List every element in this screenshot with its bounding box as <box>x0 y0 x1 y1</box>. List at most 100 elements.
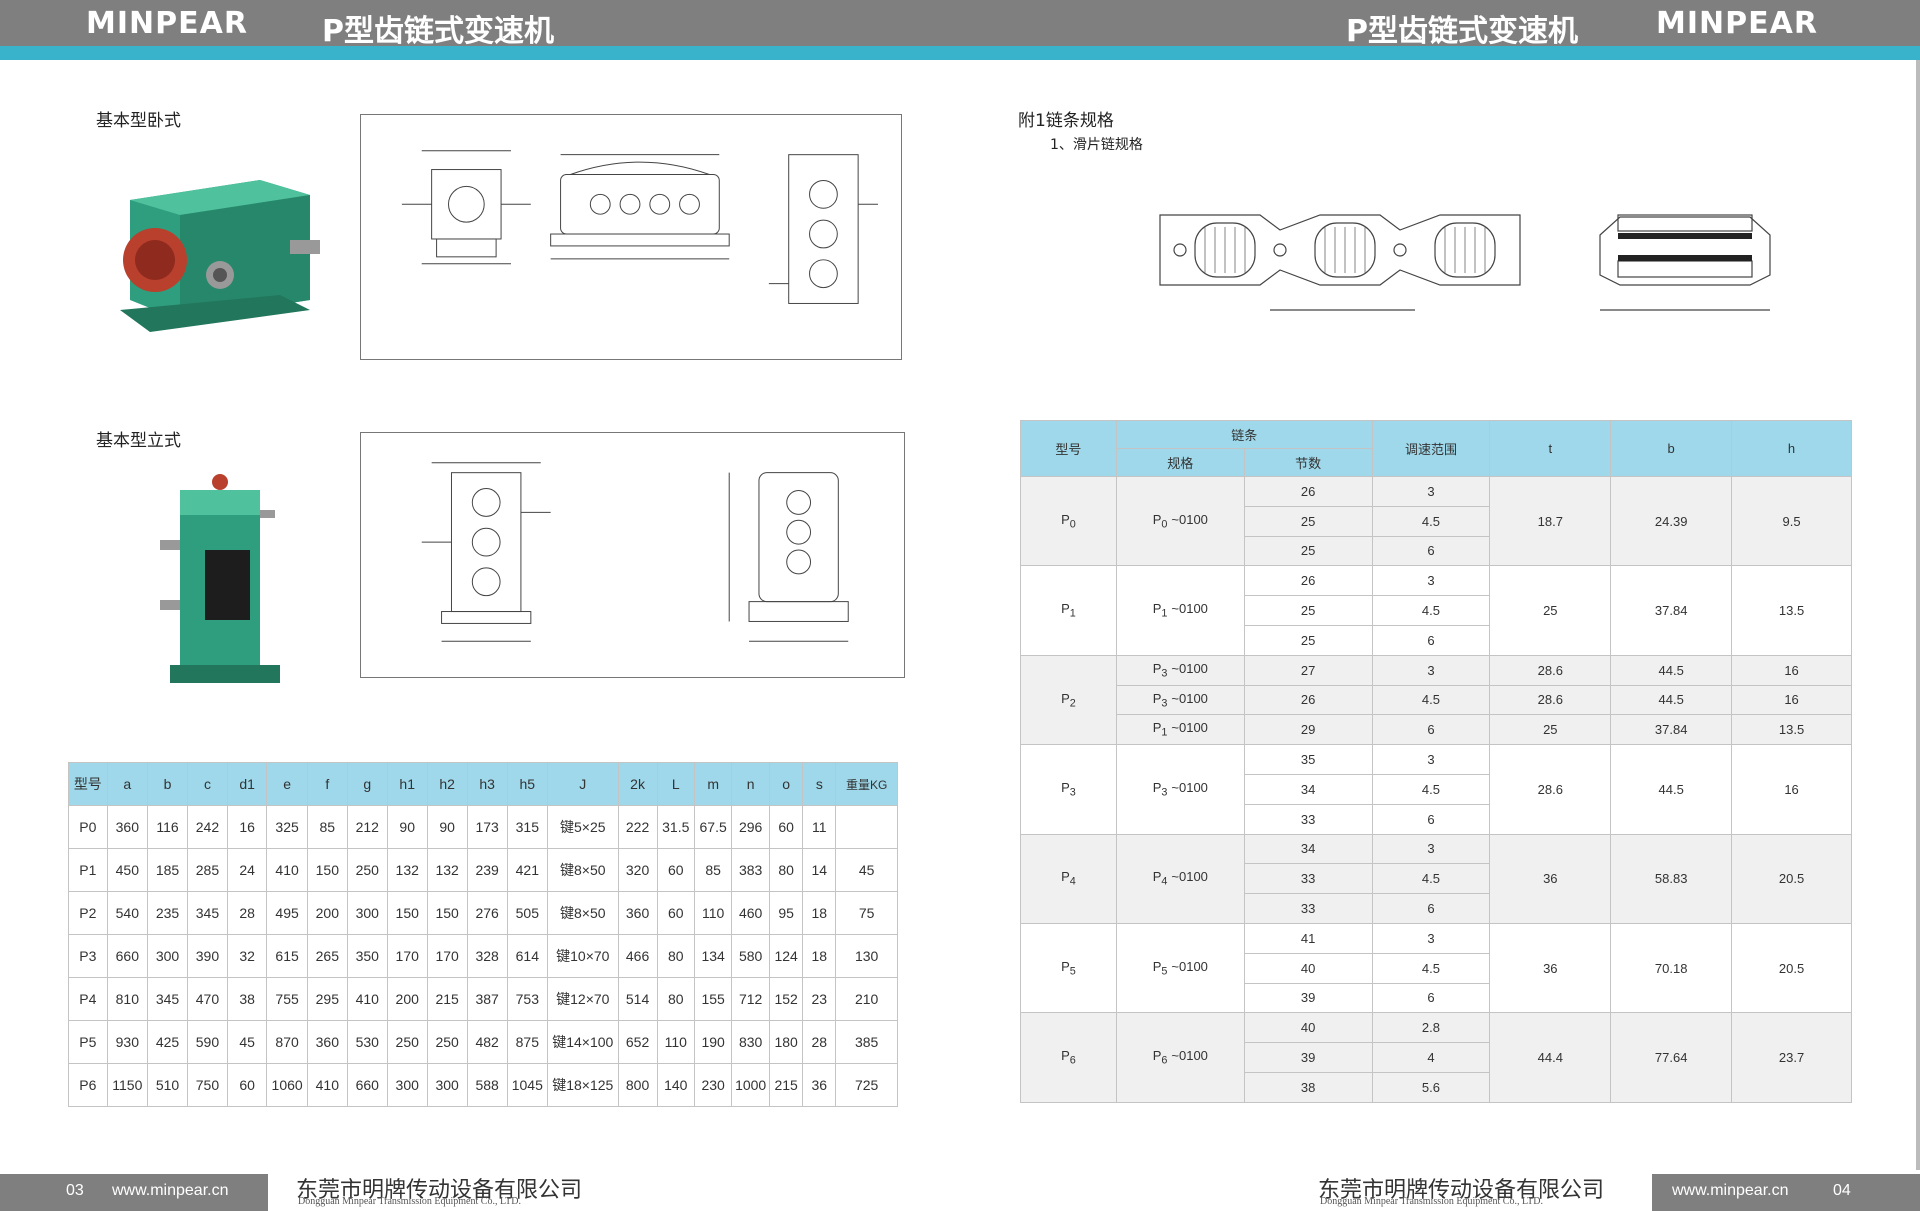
subscript: 4 <box>1161 876 1168 889</box>
dimension-table: 型号 a b c d1 e f g h1 h2 h3 h5 J 2k L m n… <box>68 762 898 1107</box>
table-cell: 键14×100 <box>547 1020 619 1064</box>
col-header: 2k <box>617 762 658 806</box>
b-cell: 24.39 <box>1610 475 1733 567</box>
table-cell: 482 <box>466 1020 508 1064</box>
col-header: 型号 <box>68 762 108 806</box>
vertical-dimension-drawing <box>360 432 905 678</box>
h-cell: 13.5 <box>1731 714 1852 746</box>
col-header: n <box>731 762 770 806</box>
table-cell: 300 <box>426 1063 468 1107</box>
text: ~0100 <box>1171 958 1208 974</box>
table-cell: 421 <box>506 848 549 892</box>
range-cell: 4.5 <box>1371 863 1491 895</box>
subscript: 3 <box>1069 786 1076 799</box>
col-header: c <box>186 762 228 806</box>
range-cell: 2.8 <box>1371 1012 1491 1044</box>
h-cell: 23.7 <box>1731 1012 1852 1103</box>
table-cell: 295 <box>306 977 348 1021</box>
text: P <box>1061 690 1070 706</box>
table-cell: 75 <box>835 891 898 935</box>
table-cell: 580 <box>731 934 770 978</box>
table-cell: 875 <box>506 1020 549 1064</box>
model-cell: P4 <box>1020 833 1117 924</box>
subscript: 0 <box>1069 518 1076 531</box>
table-cell: 键10×70 <box>547 934 619 978</box>
range-cell: 6 <box>1371 893 1491 924</box>
chain-spec-subtitle: 1、滑片链规格 <box>1050 137 1143 153</box>
t-cell: 28.6 <box>1489 744 1612 835</box>
b-cell: 77.64 <box>1610 1012 1733 1103</box>
table-cell: 11 <box>802 805 837 849</box>
table-cell: 键8×50 <box>547 848 619 892</box>
table-cell: 750 <box>186 1063 228 1107</box>
h-cell: 9.5 <box>1731 475 1852 567</box>
table-cell: 173 <box>466 805 508 849</box>
table-cell: 键5×25 <box>547 805 619 849</box>
range-cell: 3 <box>1371 833 1491 865</box>
col-header: a <box>106 762 149 806</box>
table-cell: 130 <box>835 934 898 978</box>
links-cell: 25 <box>1243 624 1373 656</box>
col-header: h5 <box>506 762 549 806</box>
table-cell: 150 <box>386 891 428 935</box>
range-cell: 4.5 <box>1371 773 1491 805</box>
table-cell: 28 <box>226 891 268 935</box>
links-cell: 38 <box>1243 1071 1373 1103</box>
col-header: 重量KG <box>835 762 898 806</box>
spec-cell: P3~0100 <box>1115 684 1245 716</box>
text: P <box>1152 958 1162 974</box>
header-title-left: P型齿链式变速机 <box>322 14 554 49</box>
table-cell: 360 <box>306 1020 348 1064</box>
model-cell: P0 <box>1020 475 1117 567</box>
t-cell: 28.6 <box>1489 684 1612 716</box>
text: P <box>1061 958 1070 974</box>
header-bar <box>0 0 1920 46</box>
table-cell: 510 <box>147 1063 188 1107</box>
table-cell: 235 <box>147 891 188 935</box>
model-cell: P6 <box>1020 1012 1117 1103</box>
table-cell: 360 <box>106 805 149 849</box>
website-link-left[interactable]: www.minpear.cn <box>112 1182 229 1199</box>
company-name-right: 东莞市明牌传动设备有限公司 <box>1318 1178 1605 1203</box>
table-cell: 键12×70 <box>547 977 619 1021</box>
b-cell: 37.84 <box>1610 565 1733 656</box>
table-cell: 300 <box>346 891 388 935</box>
website-link-right[interactable]: www.minpear.cn <box>1672 1182 1789 1199</box>
table-cell: 460 <box>731 891 770 935</box>
links-cell: 25 <box>1243 505 1373 537</box>
table-cell: 222 <box>617 805 658 849</box>
links-cell: 26 <box>1243 565 1373 597</box>
table-cell: P6 <box>68 1063 108 1107</box>
brand-logo-left: MINPEAR <box>86 6 248 41</box>
col-header: s <box>802 762 837 806</box>
subscript: 1 <box>1161 607 1168 620</box>
table-cell: 325 <box>266 805 308 849</box>
section-vertical-title: 基本型立式 <box>96 431 181 451</box>
table-cell: 296 <box>731 805 770 849</box>
table-cell: 588 <box>466 1063 508 1107</box>
range-cell: 4.5 <box>1371 505 1491 537</box>
table-cell: 514 <box>617 977 658 1021</box>
page-number-right: 04 <box>1833 1182 1851 1199</box>
table-cell: 530 <box>346 1020 388 1064</box>
b-cell: 70.18 <box>1610 922 1733 1014</box>
table-cell: 410 <box>266 848 308 892</box>
table-cell: 1000 <box>731 1063 770 1107</box>
table-cell: 870 <box>266 1020 308 1064</box>
table-cell: P4 <box>68 977 108 1021</box>
text: ~0100 <box>1171 1048 1208 1064</box>
t-cell: 25 <box>1489 714 1612 746</box>
links-cell: 39 <box>1243 1042 1373 1073</box>
links-cell: 33 <box>1243 803 1373 835</box>
table-cell: 250 <box>386 1020 428 1064</box>
table-cell: 45 <box>226 1020 268 1064</box>
